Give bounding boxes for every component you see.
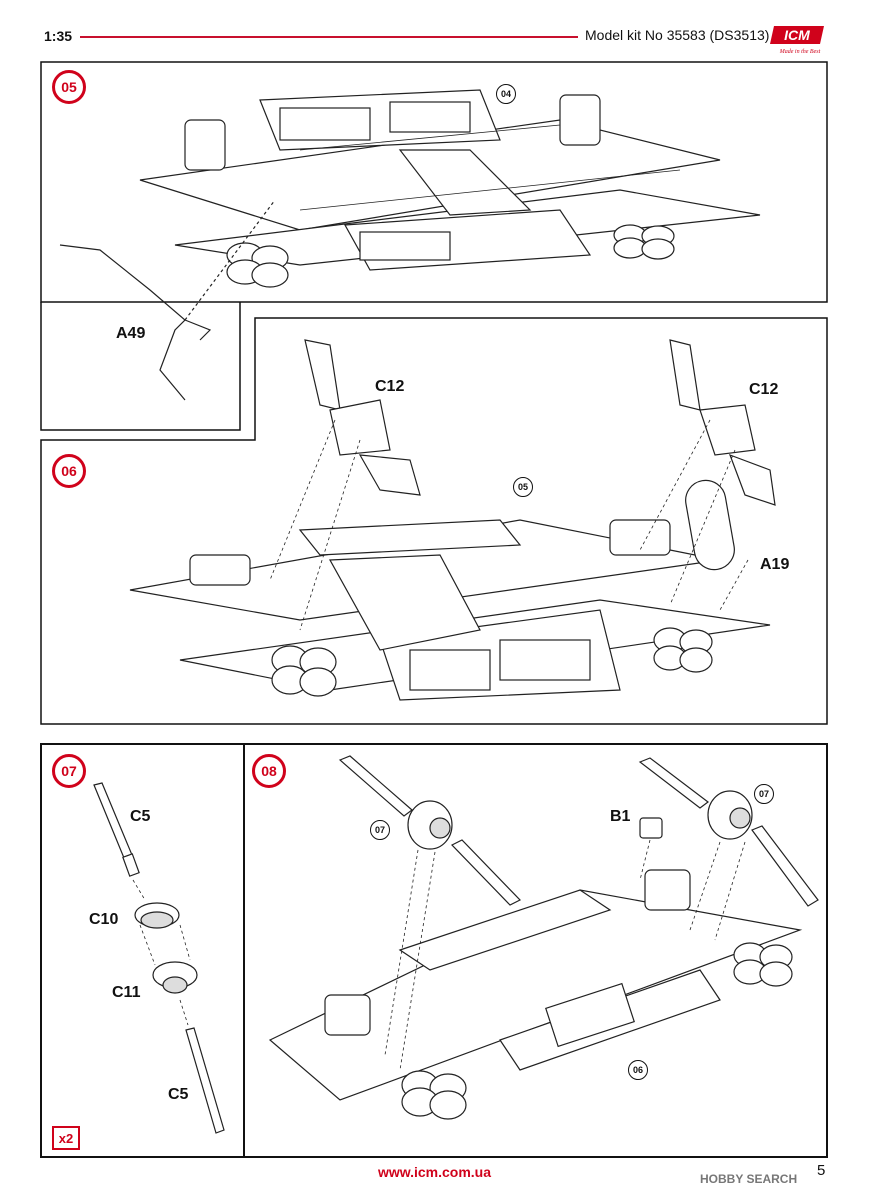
part-label-b1: B1	[610, 808, 631, 825]
axle-drawing-step-07	[93, 782, 225, 1134]
part-label-c10: C10	[89, 911, 119, 928]
part-label-c11: C11	[112, 984, 141, 1001]
chassis-drawing-step-05	[59, 89, 761, 401]
ref-step-06: 06	[628, 1060, 648, 1080]
panel-step-08	[243, 743, 828, 1158]
part-label-a49: A49	[116, 325, 146, 342]
ref-step-07-left: 07	[370, 820, 390, 840]
step-number-06: 06	[52, 454, 86, 488]
guide-lines-step-08	[384, 839, 746, 1071]
logo-text: ICM	[784, 27, 810, 43]
quantity-multiplier: x2	[52, 1126, 80, 1150]
part-label-c12-right: C12	[749, 381, 779, 398]
chassis-drawing-step-05-hatch	[299, 124, 681, 211]
watermark: HOBBY SEARCH	[700, 1172, 798, 1186]
step-number-08: 08	[252, 754, 286, 788]
chassis-drawing-step-06	[129, 339, 776, 701]
scale-label: 1:35	[44, 28, 73, 44]
panel-step-05	[40, 61, 828, 303]
kit-number: Model kit No 35583 (DS3513)	[585, 27, 770, 43]
ref-step-05: 05	[513, 477, 533, 497]
part-label-c12-left: C12	[375, 378, 405, 395]
chassis-drawing-step-08	[268, 755, 819, 1120]
header-rule	[80, 36, 578, 38]
guide-lines-step-07	[132, 879, 191, 1026]
step-number-07: 07	[52, 754, 86, 788]
footer-url[interactable]: www.icm.com.ua	[377, 1164, 492, 1180]
logo-tagline: Made in the Best	[779, 49, 821, 55]
step-number-05: 05	[52, 70, 86, 104]
ref-step-04: 04	[496, 84, 516, 104]
part-label-c5-top: C5	[130, 808, 151, 825]
guide-lines-step-06	[269, 419, 749, 631]
icm-logo: ICM Made in the Best	[770, 22, 828, 56]
panel-step-06	[40, 317, 828, 725]
ref-step-07-right: 07	[754, 784, 774, 804]
part-label-a19: A19	[760, 556, 790, 573]
panel-step-05-notch	[40, 302, 241, 431]
page-number: 5	[817, 1162, 826, 1179]
part-label-c5-bottom: C5	[168, 1086, 189, 1103]
